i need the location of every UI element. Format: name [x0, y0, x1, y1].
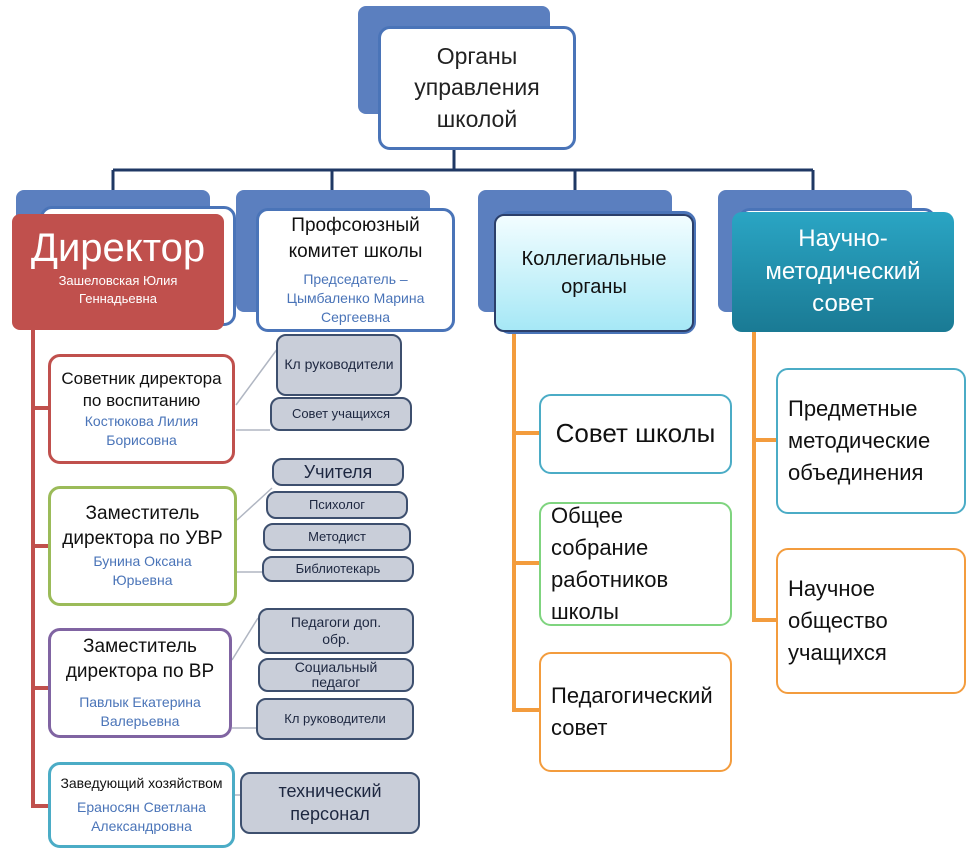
union-chair: Председатель – — [303, 271, 408, 288]
sub-item-box: Совет учащихся — [270, 397, 412, 431]
director-title: Директор — [30, 226, 206, 270]
root-node: Органы управления школой — [378, 26, 576, 150]
staff-name: Борисовна — [106, 432, 177, 449]
root-line: школой — [436, 105, 518, 132]
sub-item-box: Социальный педагог — [258, 658, 414, 692]
staff-name: Бунина Оксана — [93, 552, 192, 569]
scientific-item: Предметные методические объединения — [776, 368, 966, 514]
sub-item-box: Педагоги доп. обр. — [258, 608, 414, 654]
union-title: комитет школы — [288, 240, 423, 262]
union-title: Профсоюзный — [291, 215, 420, 236]
scientific-item-label: Предметные методические объединения — [788, 396, 931, 485]
scientific-title: методический — [765, 257, 921, 285]
staff-role: Заведующий хозяйством — [60, 775, 223, 792]
union-chair: Цымбаленко Марина — [286, 290, 425, 307]
root-line: Органы — [436, 43, 518, 70]
sub-item-label: Учителя — [303, 461, 373, 482]
staff-role: директора по ВР — [65, 661, 215, 683]
sub-item-label: Кл руководители — [284, 710, 386, 726]
scientific-title: совет — [812, 290, 874, 318]
staff-box-advisor: Советник директора по воспитанию Костюко… — [48, 354, 235, 464]
scientific-item: Научное общество учащихся — [776, 548, 966, 694]
sub-item-box: Библиотекарь — [262, 556, 414, 582]
sub-item-box: Психолог — [266, 491, 408, 519]
staff-name: Костюкова Лилия — [84, 413, 199, 430]
collegial-item-label: Педагогический совет — [551, 683, 713, 740]
collegial-item-label: Общее собрание работников школы — [551, 503, 669, 624]
director-name: Зашеловская Юлия — [58, 273, 178, 288]
sub-item-label: Библиотекарь — [295, 560, 381, 576]
root-line: управления — [414, 74, 540, 101]
staff-role: Заместитель — [83, 636, 197, 658]
staff-box-uvr: Заместитель директора по УВР Бунина Окса… — [48, 486, 237, 606]
sub-item-label: Психолог — [308, 496, 366, 512]
staff-box-vr: Заместитель директора по ВР Павлык Екате… — [48, 628, 232, 738]
sub-item-label: Социальный педагог — [294, 658, 378, 690]
sub-item-box: Учителя — [272, 458, 404, 486]
staff-name: Александровна — [91, 818, 192, 835]
sub-item-box: Кл руководители — [256, 698, 414, 740]
union-node: Профсоюзный комитет школы Председатель –… — [256, 208, 455, 332]
collegial-item: Педагогический совет — [539, 652, 732, 772]
staff-name: Павлык Екатерина — [79, 693, 201, 710]
staff-name: Юрьевна — [112, 571, 173, 588]
sub-item-label: Совет учащихся — [291, 405, 391, 421]
collegial-title: Коллегиальные — [521, 248, 667, 270]
collegial-item-label: Совет школы — [555, 418, 716, 449]
collegial-item: Общее собрание работников школы — [539, 502, 732, 626]
sub-item-label: технический персонал — [278, 780, 382, 824]
sub-item-label: Методист — [308, 528, 366, 544]
union-chair: Сергеевна — [320, 309, 390, 326]
staff-role: Советник директора — [61, 369, 222, 389]
sub-item-box: Методист — [263, 523, 411, 551]
collegial-node: Коллегиальные органы — [494, 214, 694, 332]
scientific-title: Научно- — [798, 225, 888, 253]
staff-name: Ераносян Светлана — [77, 799, 206, 816]
sub-item-box: Кл руководители — [276, 334, 402, 396]
sub-item-box: технический персонал — [240, 772, 420, 834]
staff-name: Валерьевна — [100, 712, 180, 729]
sub-item-label: Кл руководители — [284, 356, 394, 373]
scientific-item-label: Научное общество учащихся — [788, 576, 888, 665]
scientific-node: Научно- методический совет — [732, 212, 954, 332]
collegial-title: органы — [561, 276, 627, 298]
staff-role: директора по УВР — [62, 528, 223, 550]
staff-role: по воспитанию — [82, 391, 201, 411]
director-name: Геннадьевна — [79, 290, 157, 306]
collegial-item: Совет школы — [539, 394, 732, 474]
sub-item-label: Педагоги доп. обр. — [290, 613, 382, 648]
staff-box-household: Заведующий хозяйством Ераносян Светлана … — [48, 762, 235, 848]
staff-role: Заместитель — [85, 503, 200, 525]
director-node: Директор Зашеловская Юлия Геннадьевна — [12, 214, 224, 330]
